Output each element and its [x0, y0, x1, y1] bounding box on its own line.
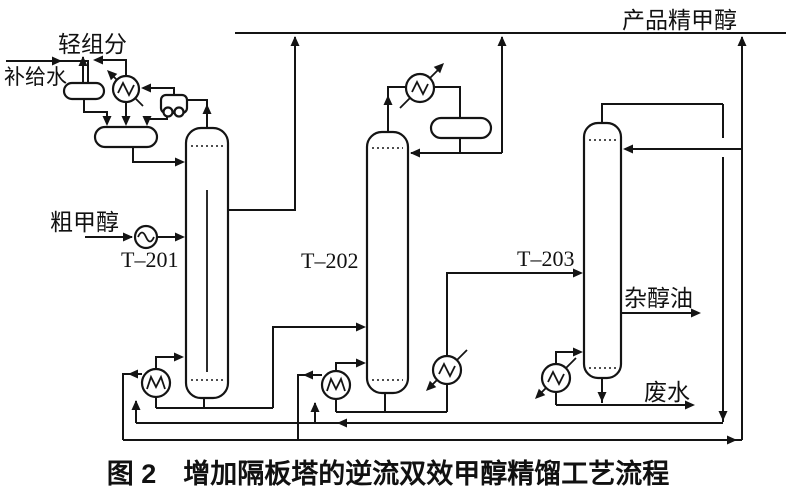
column-t201: [184, 126, 230, 400]
tag-t201: T–201: [121, 247, 178, 272]
label-makeup-water: 补给水: [4, 66, 67, 89]
label-light-ends: 轻组分: [58, 31, 127, 57]
condenser-t201-icon: [111, 74, 144, 107]
label-product-methanol: 产品精甲醇: [622, 7, 737, 33]
label-fusel-oil: 杂醇油: [624, 285, 693, 311]
label-waste-water: 废水: [644, 379, 690, 405]
condenser-t202-icon: [399, 66, 442, 109]
label-crude-methanol: 粗甲醇: [50, 209, 119, 235]
light-ends-drum: [62, 81, 106, 101]
figure-caption: 图 2 增加隔板塔的逆流双效甲醇精馏工艺流程: [107, 458, 670, 489]
crown-pot: [159, 93, 189, 118]
column-t203: [582, 121, 623, 380]
reboiler-t203-icon: [537, 357, 577, 397]
column-t202: [365, 130, 410, 395]
reflux-drum-t201: [93, 125, 159, 149]
reflux-drum-t202: [429, 116, 493, 140]
reboiler-t201-icon: [140, 367, 172, 399]
tag-t203: T–203: [517, 246, 574, 271]
condensate-header-line: [123, 37, 743, 441]
bottoms-cooler-icon: [428, 349, 468, 389]
tag-t202: T–202: [301, 248, 358, 273]
feed-preheater-icon: [133, 224, 159, 250]
reboiler-t202-icon: [320, 369, 352, 401]
